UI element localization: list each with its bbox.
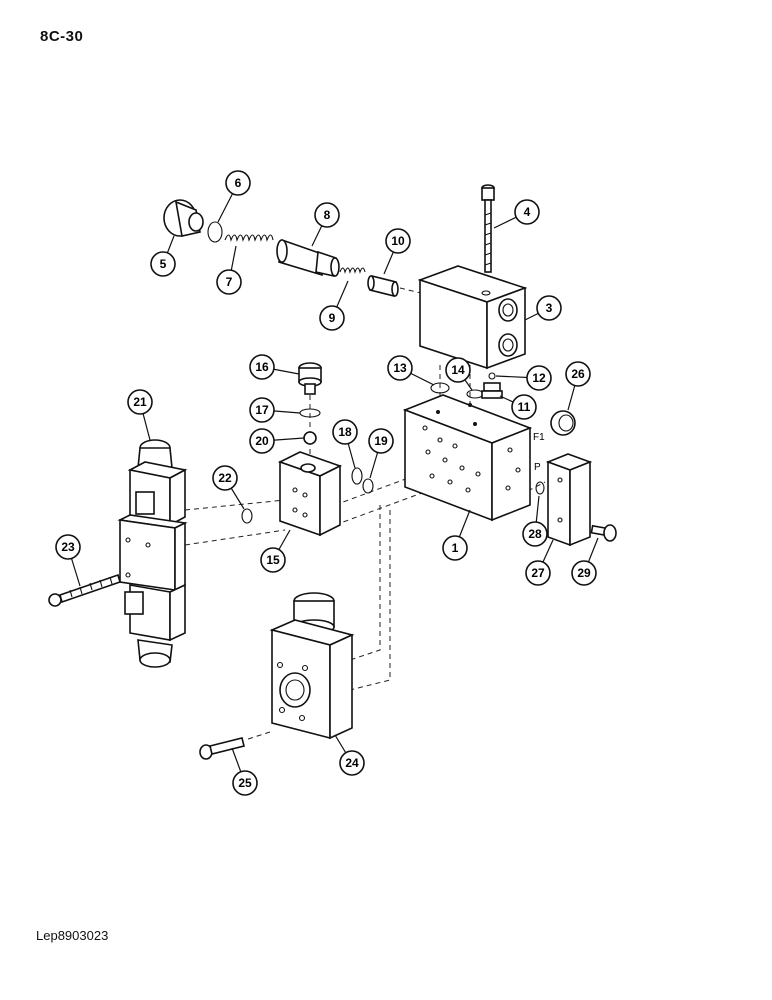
- part-25-short-bolt: [199, 737, 245, 760]
- part-27-cover-plate: [545, 453, 593, 547]
- port-label-f1: F1: [533, 432, 545, 443]
- callout-12: 12: [495, 365, 552, 391]
- callout-10: 10: [383, 228, 411, 275]
- callout-9: 9: [319, 280, 349, 331]
- svg-text:13: 13: [393, 361, 407, 375]
- callout-7: 7: [216, 245, 242, 295]
- callout-28: 28: [522, 495, 548, 547]
- svg-text:8: 8: [324, 208, 331, 222]
- svg-text:22: 22: [218, 471, 232, 485]
- part-28-o-ring: [535, 481, 545, 495]
- part-29-screw: [590, 524, 617, 542]
- part-18-o-ring: [351, 467, 363, 485]
- svg-text:19: 19: [374, 434, 388, 448]
- svg-text:21: 21: [133, 395, 147, 409]
- callout-15: 15: [260, 529, 291, 573]
- part-14-o-ring: [466, 389, 484, 399]
- callout-19: 19: [368, 428, 394, 479]
- part-12-seal: [488, 372, 496, 380]
- part-15-valve-block: [277, 451, 343, 537]
- callout-26: 26: [565, 361, 591, 411]
- svg-text:24: 24: [345, 756, 359, 770]
- svg-text:18: 18: [338, 425, 352, 439]
- svg-text:6: 6: [235, 176, 242, 190]
- svg-text:28: 28: [528, 527, 542, 541]
- svg-text:9: 9: [329, 311, 336, 325]
- callout-27: 27: [525, 539, 554, 586]
- callout-29: 29: [571, 537, 599, 586]
- callout-16: 16: [249, 354, 300, 380]
- callout-1: 1: [442, 509, 471, 561]
- svg-text:5: 5: [160, 257, 167, 271]
- part-13-o-ring: [430, 382, 450, 394]
- part-20-ball: [303, 431, 317, 445]
- port-label-p: P: [534, 462, 541, 473]
- svg-text:25: 25: [238, 776, 252, 790]
- svg-text:12: 12: [532, 371, 546, 385]
- svg-text:16: 16: [255, 360, 269, 374]
- svg-text:15: 15: [266, 553, 280, 567]
- part-26-cap: [550, 410, 576, 436]
- svg-text:3: 3: [546, 301, 553, 315]
- part-1-manifold-block: F1 P: [402, 394, 545, 522]
- callout-4: 4: [493, 199, 540, 229]
- callout-3: 3: [524, 295, 562, 321]
- callout-8: 8: [311, 202, 340, 247]
- svg-text:20: 20: [255, 434, 269, 448]
- svg-text:4: 4: [524, 205, 531, 219]
- part-4-long-bolt: [481, 184, 495, 273]
- svg-text:1: 1: [452, 541, 459, 555]
- callouts: 1 3 4 5 6 7 8 9 10 11 12 13 14 15 16 17 …: [55, 170, 599, 796]
- callout-23: 23: [55, 534, 81, 587]
- part-19-o-ring: [362, 478, 374, 494]
- svg-text:11: 11: [518, 400, 531, 414]
- part-16-screw-plug: [298, 362, 322, 395]
- part-8-spool: [276, 238, 340, 277]
- svg-text:10: 10: [391, 234, 405, 248]
- svg-text:7: 7: [226, 275, 233, 289]
- part-9-spring: [339, 267, 366, 274]
- callout-14: 14: [445, 357, 473, 391]
- svg-text:27: 27: [531, 566, 545, 580]
- part-11-fitting: [481, 382, 503, 399]
- part-24-valve-body: [269, 592, 355, 740]
- callout-25: 25: [231, 747, 258, 796]
- callout-5: 5: [150, 235, 176, 277]
- svg-text:26: 26: [571, 367, 585, 381]
- part-6-o-ring: [207, 221, 223, 243]
- part-7-spring: [224, 234, 274, 242]
- callout-20: 20: [249, 428, 305, 454]
- callout-11: 11: [499, 394, 537, 420]
- part-5-plug: [163, 199, 204, 237]
- part-22-o-ring: [241, 508, 253, 524]
- page-label: 8C-30: [40, 28, 84, 45]
- callout-24: 24: [334, 734, 365, 776]
- svg-text:29: 29: [577, 566, 591, 580]
- footer-code: Lep8903023: [36, 928, 109, 943]
- callout-22: 22: [212, 465, 245, 510]
- svg-text:14: 14: [451, 363, 465, 377]
- part-10-plunger: [367, 275, 399, 297]
- svg-text:23: 23: [61, 540, 75, 554]
- svg-text:17: 17: [255, 403, 269, 417]
- part-3-upper-block: [417, 265, 528, 370]
- part-23-long-screw: [48, 573, 121, 607]
- callout-17: 17: [249, 397, 301, 423]
- callout-6: 6: [217, 170, 251, 223]
- callout-21: 21: [127, 389, 153, 441]
- callout-18: 18: [332, 419, 358, 469]
- callout-13: 13: [387, 355, 435, 386]
- part-21-solenoid-valve: [117, 439, 188, 668]
